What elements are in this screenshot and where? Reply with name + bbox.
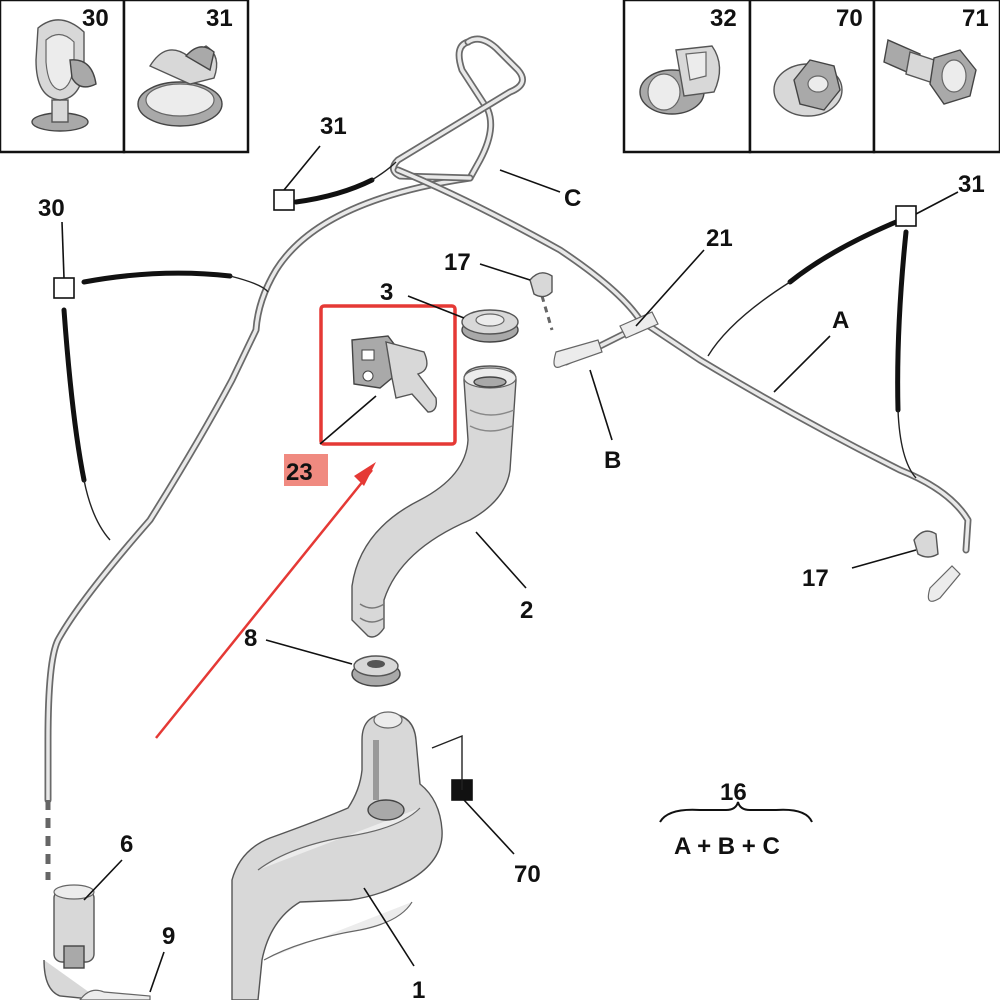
callout-23: 23 <box>286 459 313 486</box>
inset-panel-31: 31 <box>122 0 250 154</box>
hose-A <box>394 166 972 554</box>
callout-31-right: 31 <box>958 171 985 198</box>
callout-70: 70 <box>514 861 541 888</box>
callout-17-bottom: 17 <box>802 565 829 592</box>
label-23-highlight <box>284 454 328 486</box>
inset-32-label: 32 <box>710 5 737 32</box>
callout-17-top: 17 <box>444 249 471 276</box>
callout-C: C <box>564 185 581 212</box>
leader-lines <box>61 145 959 993</box>
callout-21: 21 <box>706 225 733 252</box>
highlight-box-23 <box>319 304 457 446</box>
tee-connector-21 <box>619 311 659 339</box>
inset-31-label: 31 <box>206 5 233 32</box>
inset-panel-32: 32 <box>622 0 752 154</box>
clip-marker-31-left <box>273 189 295 211</box>
connector-9 <box>79 989 151 1000</box>
bracket-23 <box>351 335 438 413</box>
callout-30-left: 30 <box>38 195 65 222</box>
inset-panel-30: 30 <box>0 0 126 154</box>
callout-A: A <box>832 307 849 334</box>
nozzle-17-top <box>529 272 603 368</box>
inset-71-label: 71 <box>962 5 989 32</box>
callout-1: 1 <box>412 977 425 1000</box>
clip-bands <box>61 161 917 541</box>
kit-formula: A + B + C <box>674 833 780 860</box>
nozzle-17-bottom <box>913 530 961 602</box>
inset-panel-71: 71 <box>872 0 1000 154</box>
clip-marker-30-left <box>53 277 75 299</box>
kit-number: 16 <box>720 779 747 806</box>
callout-8: 8 <box>244 625 257 652</box>
pump-6 <box>43 884 101 1000</box>
seal-3 <box>461 309 519 343</box>
clip-marker-31-right <box>895 205 917 227</box>
callout-9: 9 <box>162 923 175 950</box>
callout-2: 2 <box>520 597 533 624</box>
inset-30-label: 30 <box>82 5 109 32</box>
callout-B: B <box>604 447 621 474</box>
grommet-8 <box>351 655 401 687</box>
reservoir-1 <box>231 711 463 1000</box>
hose-C <box>44 35 526 880</box>
filler-pipe-2 <box>351 365 517 638</box>
callout-3: 3 <box>380 279 393 306</box>
inset-70-label: 70 <box>836 5 863 32</box>
callout-6: 6 <box>120 831 133 858</box>
callout-31-left: 31 <box>320 113 347 140</box>
kit-legend: 16 A + B + C <box>659 779 813 860</box>
inset-panel-70: 70 <box>748 0 876 154</box>
highlight-arrow <box>155 462 376 739</box>
